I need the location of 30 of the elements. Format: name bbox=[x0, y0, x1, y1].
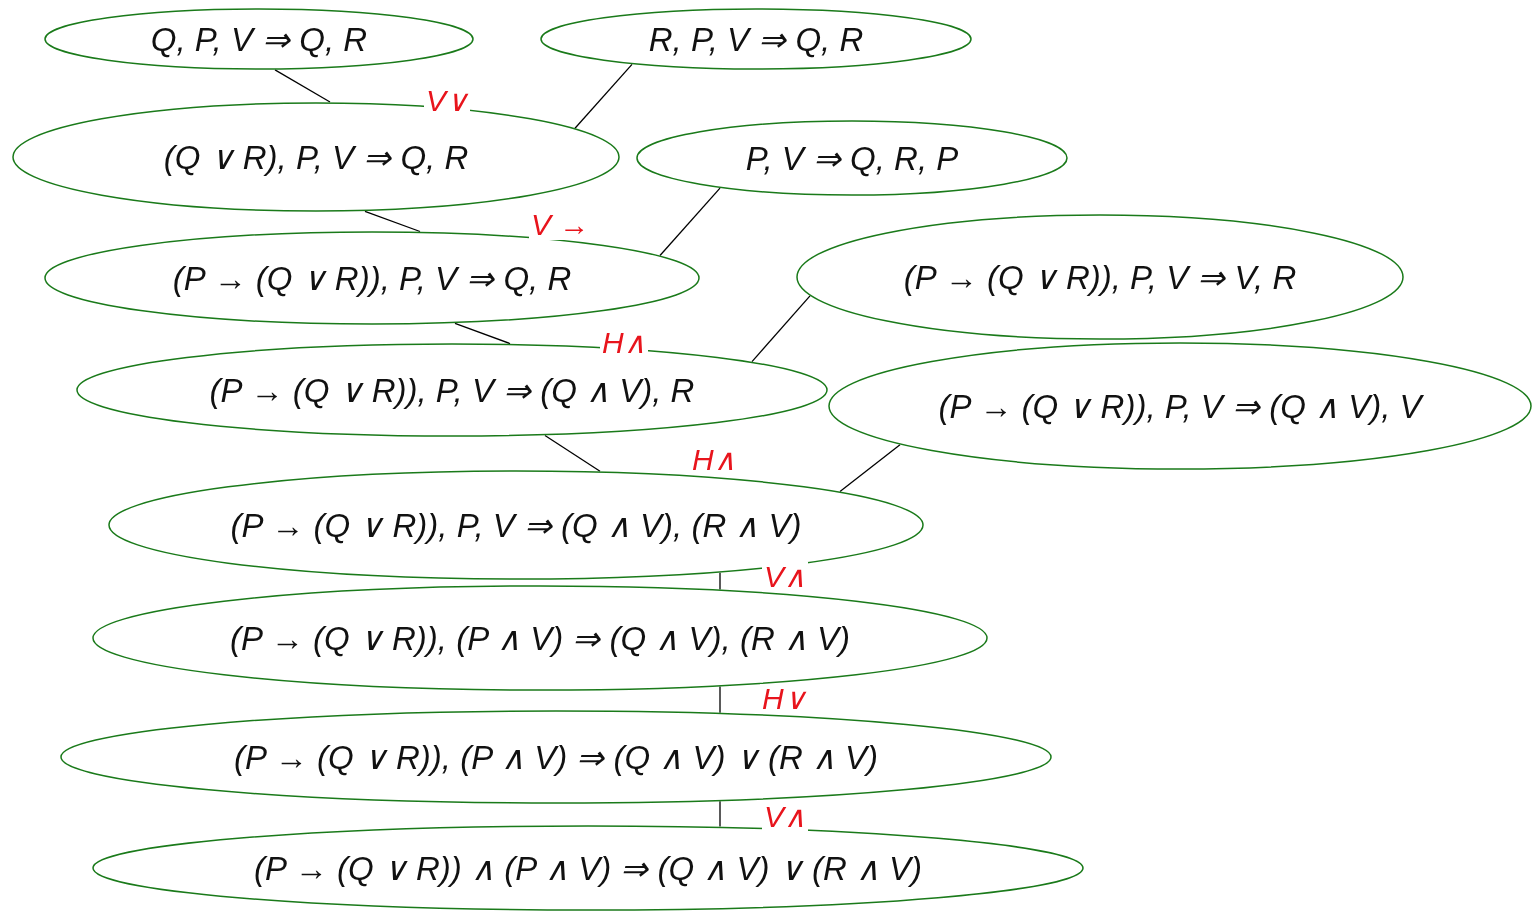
sequent-text: (P → (Q ∨ R)) ∧ (P ∧ V) ⇒ (Q ∧ V) ∨ (R ∧ V) bbox=[253, 851, 923, 885]
connector-line bbox=[719, 572, 721, 591]
sequent-text: (P → (Q ∨ R)), P, V ⇒ (Q ∧ V), (R ∧ V) bbox=[230, 508, 802, 542]
sequent-text: P, V ⇒ Q, R, P bbox=[745, 141, 959, 175]
connector-line bbox=[751, 295, 811, 363]
sequent-text: (Q ∨ R), P, V ⇒ Q, R bbox=[163, 140, 469, 174]
sequent-ellipse bbox=[828, 342, 1532, 470]
sequent-text: (P → (Q ∨ R)), P, V ⇒ V, R bbox=[903, 260, 1297, 294]
sequent-ellipse bbox=[92, 585, 988, 691]
sequent-ellipse bbox=[796, 214, 1404, 340]
sequent-ellipse bbox=[636, 120, 1068, 196]
connector-line bbox=[659, 187, 721, 257]
rule-label: V∧ bbox=[762, 562, 808, 592]
sequent-ellipse bbox=[44, 8, 474, 70]
connector-line bbox=[574, 63, 633, 129]
sequent-text: (P → (Q ∨ R)), P, V ⇒ (Q ∧ V), R bbox=[209, 373, 695, 407]
sequent-ellipse bbox=[92, 825, 1084, 911]
sequent-ellipse bbox=[540, 8, 972, 70]
connector-line bbox=[719, 800, 721, 828]
connector-line bbox=[719, 685, 721, 714]
sequent-text: (P → (Q ∨ R)), (P ∧ V) ⇒ (Q ∧ V) ∨ (R ∧ V) bbox=[233, 740, 879, 774]
connector-line bbox=[274, 69, 331, 103]
sequent-text: (P → (Q ∨ R)), P, V ⇒ (Q ∧ V), V bbox=[938, 389, 1422, 423]
sequent-text: Q, P, V ⇒ Q, R bbox=[150, 22, 368, 56]
sequent-text: (P → (Q ∨ R)), (P ∧ V) ⇒ (Q ∧ V), (R ∧ V) bbox=[229, 621, 851, 655]
connector-line bbox=[544, 434, 601, 472]
connector-line bbox=[839, 444, 901, 493]
sequent-ellipse bbox=[60, 710, 1052, 804]
sequent-text: (P → (Q ∨ R)), P, V ⇒ Q, R bbox=[172, 261, 572, 295]
sequent-text: R, P, V ⇒ Q, R bbox=[648, 22, 864, 56]
